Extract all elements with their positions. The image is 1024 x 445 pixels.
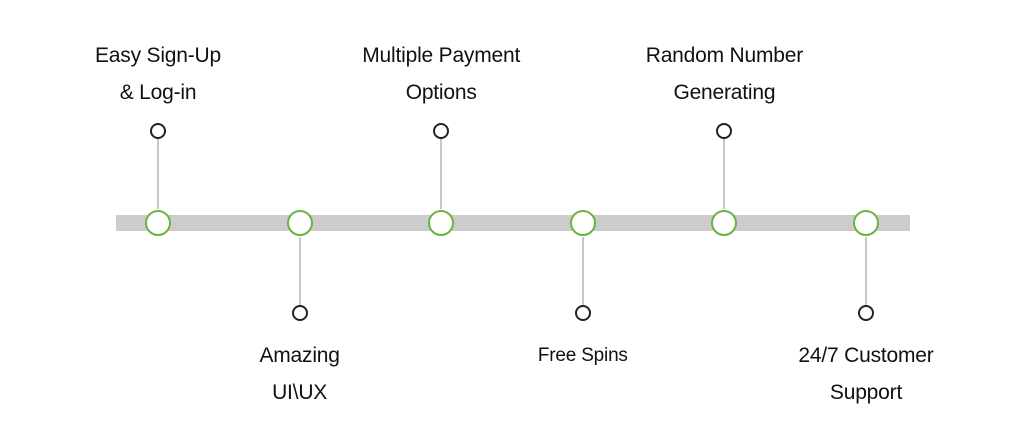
node-stem xyxy=(865,237,867,313)
node-stem xyxy=(298,237,301,313)
node-label-line: 24/7 Customer xyxy=(798,344,934,367)
timeline-bar xyxy=(116,215,910,231)
node-stem xyxy=(440,133,443,209)
node-label-line: Easy Sign-Up xyxy=(95,44,221,67)
node-label-line: & Log-in xyxy=(119,81,197,104)
node-label-line: UI\UX xyxy=(272,381,328,404)
stem-end-circle xyxy=(858,305,874,321)
node-label: Free Spins xyxy=(463,341,703,371)
node-label-line: Support xyxy=(829,381,903,404)
node-dot xyxy=(286,210,313,236)
node-label-line: Multiple Payment xyxy=(362,44,521,67)
node-label-line: Options xyxy=(405,81,477,104)
node-dot xyxy=(853,210,879,236)
node-label-line: Free Spins xyxy=(537,345,628,366)
node-dot xyxy=(145,210,171,236)
stem-end-circle xyxy=(150,123,166,139)
node-stem xyxy=(723,133,726,209)
node-label: Easy Sign-Up & Log-in xyxy=(38,37,278,111)
node-dot xyxy=(711,210,738,236)
node-dot xyxy=(569,210,596,236)
node-stem xyxy=(157,133,159,209)
stem-end-circle xyxy=(716,123,733,139)
node-label-line: Generating xyxy=(673,81,776,104)
node-stem xyxy=(581,237,584,313)
stem-end-circle xyxy=(291,305,308,321)
node-dot xyxy=(428,210,455,236)
node-label-line: Amazing xyxy=(259,344,340,367)
stem-end-circle xyxy=(574,305,591,321)
node-label-line: Random Number xyxy=(645,44,804,67)
stem-end-circle xyxy=(433,123,450,139)
